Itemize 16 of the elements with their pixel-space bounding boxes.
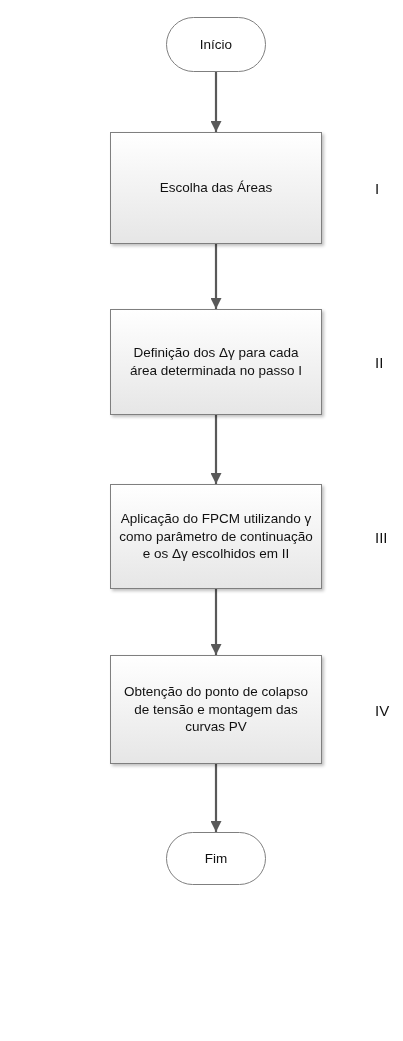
terminal-shape [166, 832, 266, 885]
node-text: Obtenção do ponto de colapso de tensão e montagem das curvas PV [123, 683, 309, 736]
arrow [210, 244, 222, 309]
node-text: Escolha das Áreas [159, 179, 273, 197]
step-number: IV [375, 701, 390, 718]
node-text: Definição dos Δγ para cada área determinada no passo I [129, 344, 303, 380]
node-text: Aplicação do FPCM utilizando γ como parâmetro de continuação e os Δγ escolhidos em II [119, 510, 313, 563]
node-text: Fim [204, 849, 228, 868]
step-number: I [375, 179, 380, 197]
arrow [210, 589, 222, 655]
node-text: Início [199, 35, 233, 54]
step-number: III [375, 528, 388, 545]
arrow [210, 764, 222, 832]
arrow [210, 72, 222, 132]
arrow [210, 415, 222, 484]
step-number: II [375, 353, 384, 371]
